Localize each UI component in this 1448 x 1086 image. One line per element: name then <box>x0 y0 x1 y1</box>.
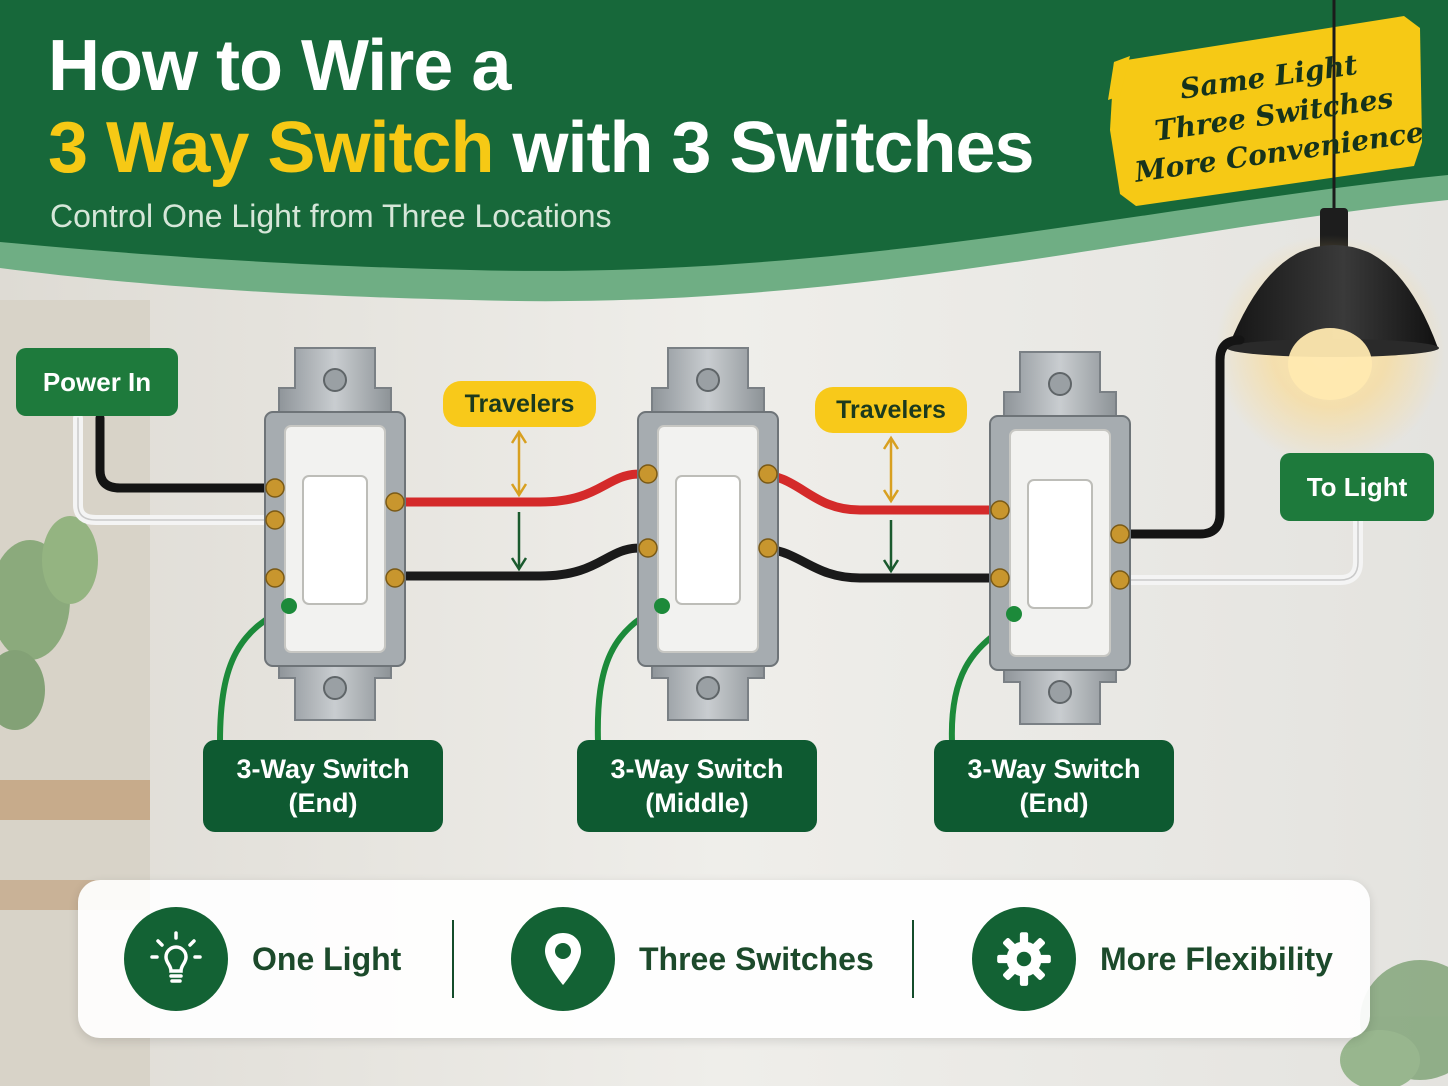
switch-label-end-1: 3-Way Switch (End) <box>203 740 443 832</box>
title-rest: with 3 Switches <box>493 108 1034 188</box>
switch-middle <box>637 347 779 721</box>
shelf-left <box>0 780 150 820</box>
hot-to-light-wire <box>1121 335 1245 539</box>
header-band <box>0 0 1448 271</box>
plant-left-icon <box>0 516 98 730</box>
switch-end-2 <box>989 351 1131 725</box>
switch-end-1 <box>264 347 406 721</box>
feature-one-light: One Light <box>124 907 401 1011</box>
switch-label-end-2: 3-Way Switch (End) <box>934 740 1174 832</box>
traveler-arrow-1 <box>510 429 528 572</box>
location-pin-icon <box>511 907 615 1011</box>
switch-label-type: 3-Way Switch <box>236 754 410 784</box>
switch-label-position: (Middle) <box>645 788 749 818</box>
features-bar: One Light Three Switches <box>78 880 1370 1038</box>
feature-divider <box>452 920 454 998</box>
feature-label: More Flexibility <box>1100 940 1333 977</box>
traveler-black-1 <box>387 543 645 581</box>
title-line-2: 3 Way Switch with 3 Switches <box>48 108 1035 188</box>
plant-right-icon <box>1340 960 1448 1086</box>
subtitle: Control One Light from Three Locations <box>50 198 612 234</box>
feature-label: Three Switches <box>639 940 874 977</box>
feature-label: One Light <box>252 940 402 977</box>
lamp-shade <box>1228 245 1438 348</box>
note-brush-background <box>1108 16 1422 206</box>
lightbulb <box>1288 328 1372 400</box>
switch-label-position: (End) <box>1019 788 1089 818</box>
lightbulb-icon <box>124 907 228 1011</box>
switch-label-position: (End) <box>288 788 358 818</box>
travelers-label-1: Travelers <box>443 381 596 427</box>
switch-label-middle: 3-Way Switch (Middle) <box>577 740 817 832</box>
switch-label-type: 3-Way Switch <box>610 754 784 784</box>
feature-divider <box>912 920 914 998</box>
gear-icon <box>972 907 1076 1011</box>
to-light-label: To Light <box>1280 453 1434 521</box>
title-highlight: 3 Way Switch <box>48 108 494 188</box>
feature-three-switches: Three Switches <box>511 907 874 1011</box>
travelers-label-2: Travelers <box>815 387 967 433</box>
title-line-1: How to Wire a <box>48 26 511 106</box>
traveler-arrow-2 <box>882 435 900 574</box>
power-in-label: Power In <box>16 348 178 416</box>
feature-more-flexibility: More Flexibility <box>972 907 1333 1011</box>
power-in-hot-wire <box>95 413 285 493</box>
traveler-red-1 <box>387 469 645 507</box>
switch-label-type: 3-Way Switch <box>967 754 1141 784</box>
